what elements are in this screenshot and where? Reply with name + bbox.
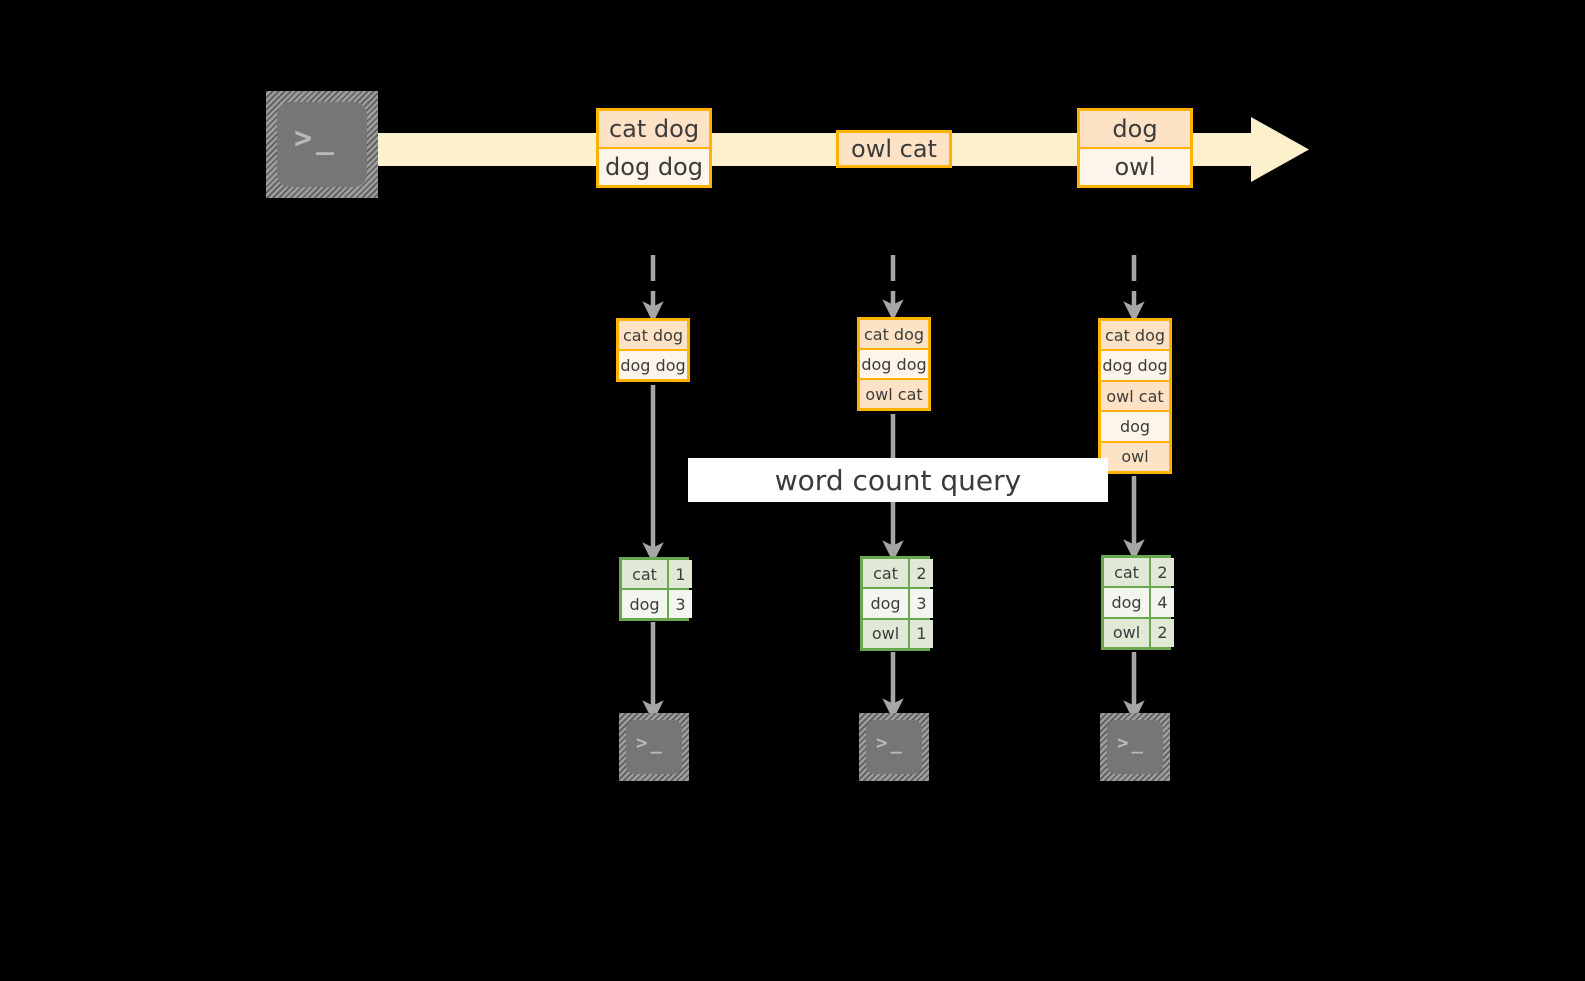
terminal-prompt-icon: >_	[294, 121, 339, 156]
table-row: dog 3	[622, 588, 692, 618]
accumulated-records-2[interactable]: cat dog dog dog owl cat	[857, 317, 931, 411]
result-count: 2	[1149, 618, 1174, 647]
stream-record-line: owl cat	[839, 133, 949, 165]
sink-terminal-2[interactable]: >_	[859, 713, 929, 781]
result-count: 2	[1149, 558, 1174, 587]
stream-record-line: dog	[1080, 111, 1190, 147]
table-row: dog 3	[863, 587, 933, 618]
accumulated-record-line: dog dog	[860, 348, 928, 378]
result-table-3[interactable]: cat 2 dog 4 owl 2	[1101, 555, 1174, 650]
result-word: dog	[863, 589, 908, 618]
accumulated-record-line: owl cat	[1101, 379, 1169, 411]
terminal-screen	[866, 720, 922, 774]
accumulated-record-line: dog	[1101, 410, 1169, 441]
result-word: owl	[1104, 618, 1149, 647]
result-word: dog	[1104, 588, 1149, 617]
table-row: cat 2	[1104, 558, 1174, 587]
terminal-prompt-icon: >_	[636, 732, 665, 754]
accumulated-records-1[interactable]: cat dog dog dog	[616, 318, 690, 382]
table-row: owl 1	[863, 617, 933, 648]
stream-record-line: dog dog	[599, 147, 709, 185]
accumulated-record-line: owl cat	[860, 378, 928, 408]
result-word: cat	[622, 560, 667, 588]
table-row: owl 2	[1104, 616, 1174, 647]
query-label: word count query	[688, 458, 1108, 502]
table-row: cat 2	[863, 559, 933, 588]
accumulated-records-3[interactable]: cat dog dog dog owl cat dog owl	[1098, 318, 1172, 474]
terminal-screen	[626, 720, 682, 774]
result-count: 3	[908, 589, 933, 618]
accumulated-record-line: dog dog	[619, 349, 687, 379]
query-label-text: word count query	[774, 463, 1022, 497]
accumulated-record-line: cat dog	[619, 321, 687, 349]
result-table-2[interactable]: cat 2 dog 3 owl 1	[860, 556, 933, 651]
stream-record-2[interactable]: owl cat	[836, 130, 952, 168]
stream-record-line: owl	[1080, 147, 1190, 185]
stream-record-1[interactable]: cat dog dog dog	[596, 108, 712, 188]
result-word: cat	[1104, 558, 1149, 587]
accumulated-record-line: cat dog	[1101, 321, 1169, 350]
result-count: 3	[667, 590, 692, 618]
result-word: dog	[622, 590, 667, 618]
accumulated-record-line: owl	[1101, 440, 1169, 472]
terminal-screen	[1107, 720, 1163, 774]
stream-record-3[interactable]: dog owl	[1077, 108, 1193, 188]
result-word: owl	[863, 619, 908, 648]
result-table-1[interactable]: cat 1 dog 3	[619, 557, 692, 621]
table-row: dog 4	[1104, 586, 1174, 617]
terminal-prompt-icon: >_	[1117, 732, 1146, 754]
result-count: 4	[1149, 588, 1174, 617]
terminal-prompt-icon: >_	[876, 732, 905, 754]
stream-record-line: cat dog	[599, 111, 709, 147]
table-row: cat 1	[622, 560, 692, 588]
accumulated-record-line: cat dog	[860, 320, 928, 348]
result-word: cat	[863, 559, 908, 588]
accumulated-record-line: dog dog	[1101, 349, 1169, 380]
source-terminal[interactable]: >_	[266, 91, 378, 198]
result-count: 1	[667, 560, 692, 588]
result-count: 1	[908, 619, 933, 648]
sink-terminal-3[interactable]: >_	[1100, 713, 1170, 781]
sink-terminal-1[interactable]: >_	[619, 713, 689, 781]
result-count: 2	[908, 559, 933, 588]
terminal-screen	[277, 102, 367, 187]
